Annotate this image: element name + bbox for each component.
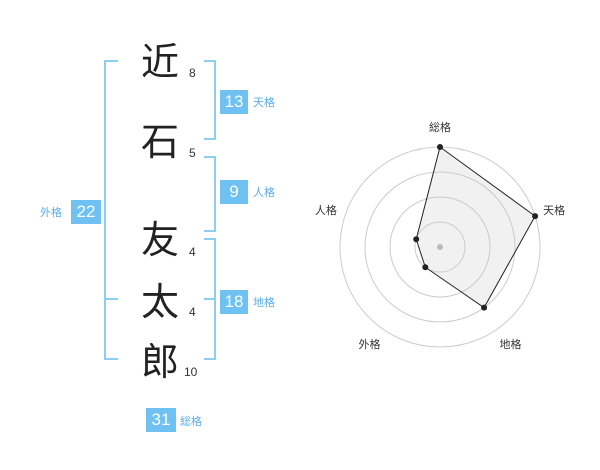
radar-axis-label-1: 総格 xyxy=(429,120,451,134)
tenkaku-label: 天格 xyxy=(253,96,275,109)
stroke-count-1: 8 xyxy=(189,66,196,80)
gaikaku-label: 外格 xyxy=(40,206,62,219)
gaikaku-tick xyxy=(104,298,118,300)
name-char-3: 友 xyxy=(140,218,179,262)
stroke-count-2: 5 xyxy=(189,146,196,160)
stroke-count-3: 4 xyxy=(189,245,196,259)
radar-center-dot xyxy=(437,244,443,250)
name-char-4: 太 xyxy=(140,280,179,324)
radar-ring-1 xyxy=(414,221,466,273)
radar-axis-label-4: 外格 xyxy=(358,337,380,351)
radar-axis-label-3: 地格 xyxy=(500,337,522,351)
name-char-5: 郎 xyxy=(140,340,179,384)
radar-axis-label-5: 人格 xyxy=(315,203,337,217)
tenkaku-value: 13 xyxy=(220,90,248,114)
radar-axis-label-2: 天格 xyxy=(543,203,565,217)
soukaku-label: 総格 xyxy=(180,415,202,428)
jinkaku-label: 人格 xyxy=(253,186,275,199)
radar-point-5 xyxy=(413,236,420,243)
name-char-2: 石 xyxy=(140,120,179,164)
radar-ring-2 xyxy=(389,196,491,298)
gaikaku-bracket xyxy=(104,60,118,360)
gaikaku-value: 22 xyxy=(71,200,101,224)
soukaku-value: 31 xyxy=(146,408,176,432)
radar-ring-3 xyxy=(364,171,516,323)
radar-point-2 xyxy=(532,213,539,220)
radar-point-1 xyxy=(437,144,443,150)
stroke-count-5: 10 xyxy=(184,365,198,379)
jinkaku-value: 9 xyxy=(220,180,248,204)
radar-point-4 xyxy=(422,264,429,271)
chikaku-label: 地格 xyxy=(253,296,275,309)
chikaku-value: 18 xyxy=(220,290,248,314)
radar-point-3 xyxy=(481,304,488,311)
chikaku-tick xyxy=(204,298,216,300)
jinkaku-bracket xyxy=(204,156,216,232)
radar-value-polygon xyxy=(415,146,536,309)
tenkaku-bracket xyxy=(204,60,216,140)
stroke-count-4: 4 xyxy=(189,305,196,319)
name-char-1: 近 xyxy=(140,40,179,84)
